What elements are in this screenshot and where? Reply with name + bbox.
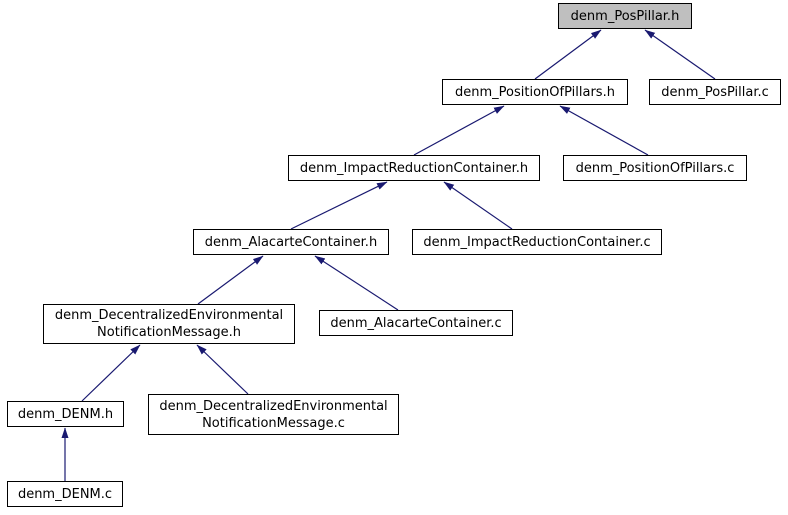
node-denm-alacartecontainer-c[interactable]: denm_AlacarteContainer.c: [319, 310, 513, 336]
edge-denm-h-to-decentralizedenvironmentalnotificationmessage-h: [81, 344, 141, 402]
node-denm-alacartecontainer-h[interactable]: denm_AlacarteContainer.h: [193, 229, 389, 255]
edge-decentralizedenvironmentalnotificationmessage-h-to-alacartecontainer-h: [197, 255, 264, 305]
node-label: denm_PositionOfPillars.c: [575, 160, 735, 176]
node-denm-denm-c[interactable]: denm_DENM.c: [7, 481, 123, 507]
node-denm-positionofpillars-c[interactable]: denm_PositionOfPillars.c: [563, 155, 747, 181]
node-label: denm_AlacarteContainer.c: [330, 315, 502, 331]
node-label: denm_DecentralizedEnvironmental Notifica…: [159, 398, 388, 431]
edge-alacartecontainer-c-to-alacartecontainer-h: [314, 255, 399, 311]
node-denm-impactreductioncontainer-c[interactable]: denm_ImpactReductionContainer.c: [412, 229, 662, 255]
node-label: denm_ImpactReductionContainer.c: [423, 234, 651, 250]
node-label: denm_ImpactReductionContainer.h: [299, 160, 529, 176]
edge-decentralizedenvironmentalnotificationmessage-c-to-decentralizedenvironmentalnotificationmessage-h: [196, 344, 249, 395]
node-denm-pospillar-c[interactable]: denm_PosPillar.c: [649, 79, 781, 105]
node-denm-denm-h[interactable]: denm_DENM.h: [7, 401, 124, 427]
node-label: denm_DENM.h: [17, 406, 114, 422]
node-denm-decentralizedenvironmentalnotificationmessage-h[interactable]: denm_DecentralizedEnvironmental Notifica…: [43, 304, 295, 344]
edge-impactreductioncontainer-h-to-positionofpillars-h: [413, 105, 505, 156]
node-denm-decentralizedenvironmentalnotificationmessage-c[interactable]: denm_DecentralizedEnvironmental Notifica…: [148, 394, 399, 435]
node-denm-positionofpillars-h[interactable]: denm_PositionOfPillars.h: [442, 79, 628, 105]
node-label: denm_PosPillar.c: [661, 84, 769, 100]
node-label: denm_PositionOfPillars.h: [455, 84, 615, 100]
node-denm-pospillar-h[interactable]: denm_PosPillar.h: [558, 3, 692, 29]
node-label: denm_DENM.c: [17, 486, 113, 502]
edge-positionofpillars-c-to-positionofpillars-h: [559, 105, 649, 156]
node-label: denm_AlacarteContainer.h: [204, 234, 378, 250]
edge-impactreductioncontainer-c-to-impactreductioncontainer-h: [443, 181, 513, 230]
node-denm-impactreductioncontainer-h[interactable]: denm_ImpactReductionContainer.h: [288, 155, 540, 181]
edge-alacartecontainer-h-to-impactreductioncontainer-h: [290, 181, 388, 230]
node-label: denm_DecentralizedEnvironmental Notifica…: [54, 308, 284, 340]
edge-pospillar-c-to-pospillar-h: [644, 29, 716, 80]
edge-positionofpillars-h-to-pospillar-h: [534, 29, 602, 80]
node-label: denm_PosPillar.h: [570, 8, 680, 24]
